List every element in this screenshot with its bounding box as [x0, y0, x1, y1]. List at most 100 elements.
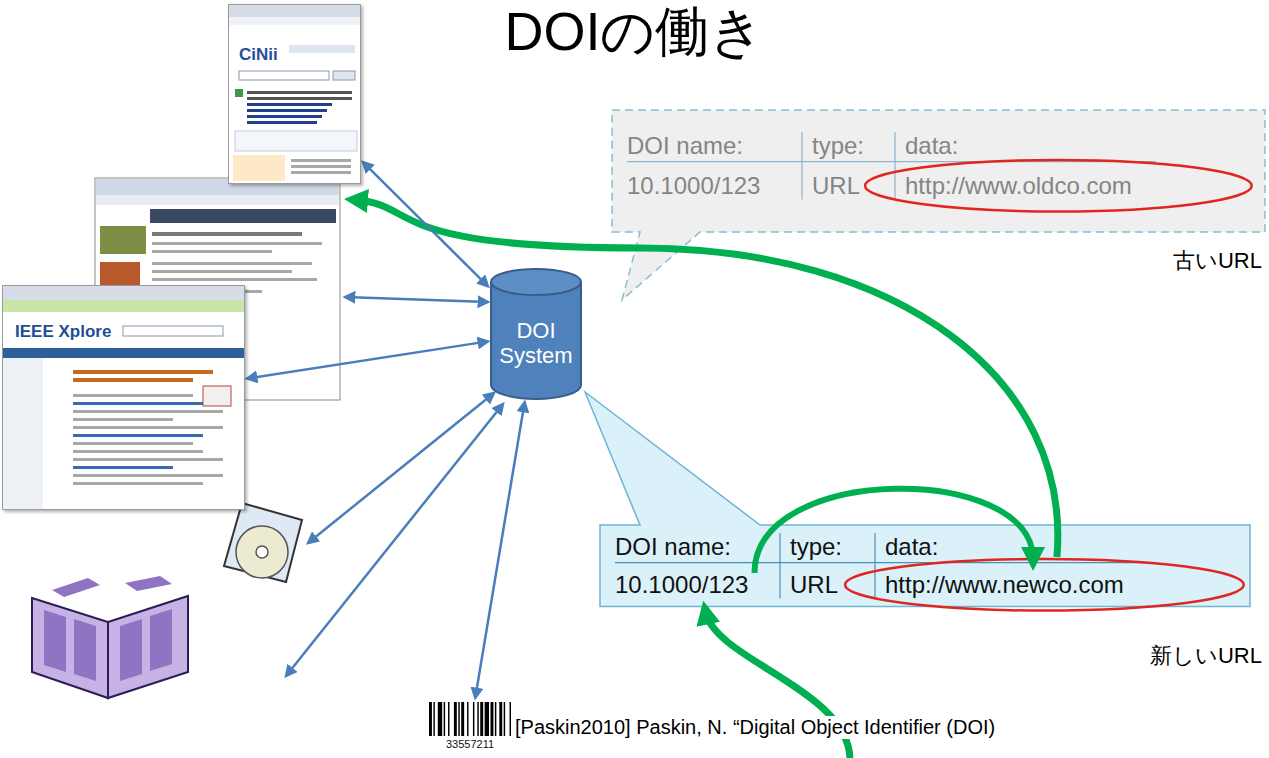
resource-arrows: [286, 297, 503, 676]
address-bar: [229, 17, 360, 25]
overlay-marks: [356, 132, 1252, 758]
bar: [510, 702, 511, 736]
text-line: [152, 232, 302, 236]
text-line: [247, 109, 327, 112]
table-cell: http://www.oldco.com: [905, 172, 1132, 200]
bar: [477, 702, 478, 736]
ieee-screenshot: IEEE Xplore: [2, 285, 245, 510]
text-line: [73, 466, 173, 469]
bar: [458, 702, 459, 736]
table-cell: DOI name:: [627, 132, 743, 160]
table-cell: data:: [885, 533, 938, 561]
table-cell: URL: [790, 571, 838, 599]
text-line: [152, 262, 312, 265]
book-column: [125, 576, 172, 591]
cd-icon: [224, 503, 302, 582]
table-rule: [779, 533, 780, 599]
book-icon: [32, 576, 188, 698]
book-page: [32, 598, 108, 698]
bar: [495, 702, 496, 736]
text-line: [291, 159, 351, 162]
text-line: [73, 394, 193, 397]
cd-disc: [236, 526, 288, 578]
bar: [461, 702, 464, 736]
menu-bar: [289, 45, 355, 53]
search-box: [123, 326, 223, 336]
bar: [433, 702, 434, 736]
new-doi-record: DOI name: type: data: 10.1000/123 URL http://…: [600, 525, 1250, 607]
link-arrow: [308, 393, 494, 543]
link-arrow: [345, 297, 488, 302]
table-cell: 10.1000/123: [615, 571, 748, 599]
cylinder-top: [491, 269, 581, 295]
book-column: [150, 609, 172, 671]
table-cell: URL: [812, 172, 860, 200]
title-line: [73, 370, 213, 374]
text-line: [73, 434, 203, 437]
browser-bar: [3, 286, 244, 300]
title-line: [73, 378, 193, 382]
link-arrow: [247, 341, 488, 378]
table-rule: [874, 533, 875, 599]
barcode-number: 33557211: [425, 738, 515, 751]
link-arrow: [286, 404, 503, 676]
text-line: [247, 103, 332, 106]
text-line: [247, 91, 352, 94]
bar: [473, 702, 474, 736]
redirect-arrow: [356, 200, 1058, 557]
cd-hole: [256, 546, 268, 558]
address-bar: [96, 195, 339, 205]
browser-bar: [229, 5, 360, 17]
text-line: [152, 270, 292, 273]
table-cell: type:: [812, 132, 864, 160]
bar: [429, 702, 432, 736]
table-cell: type:: [790, 533, 842, 561]
text-line: [247, 121, 317, 124]
cd-case: [224, 503, 302, 582]
table-rule: [801, 132, 802, 200]
table-cell: DOI name:: [615, 533, 731, 561]
site-logo-text: CiNii: [239, 45, 278, 65]
bar: [454, 702, 457, 736]
table-rule: [894, 132, 895, 200]
citation-note: [Paskin2010] Paskin, N. “Digital Object …: [512, 716, 998, 739]
link-arrow: [363, 162, 488, 286]
bar: [467, 702, 468, 736]
book-page: [108, 596, 188, 698]
book-column: [44, 610, 66, 672]
cinii-screenshot: CiNii: [228, 4, 361, 184]
text-line: [152, 250, 272, 253]
text-line: [73, 426, 223, 429]
table-cell: data:: [905, 132, 958, 160]
screenshot-art: [229, 5, 360, 183]
bar: [444, 702, 445, 736]
db-label: DOI System: [490, 318, 582, 369]
text-line: [73, 482, 203, 485]
bar: [485, 702, 489, 736]
bar: [438, 702, 442, 736]
bar: [480, 702, 483, 736]
text-line: [291, 165, 351, 168]
book-column: [52, 578, 100, 597]
book-column: [120, 619, 142, 681]
site-logo-text: IEEE Xplore: [15, 322, 111, 342]
link-arrow: [475, 402, 524, 698]
text-line: [152, 278, 317, 281]
text-line: [73, 474, 223, 477]
old-url-label: 古いURL: [1173, 248, 1262, 273]
bar: [491, 702, 494, 736]
text-line: [73, 418, 173, 421]
table-cell: http://www.newco.com: [885, 571, 1124, 599]
callout-shapes: [585, 110, 1265, 607]
text-line: [73, 458, 223, 461]
callout-shape: [585, 392, 1250, 607]
side-panel: [233, 155, 285, 181]
book-column: [74, 619, 96, 681]
nav-bar: [3, 348, 244, 358]
result-icon: [235, 89, 243, 97]
page-title: DOIの働き: [0, 0, 1269, 62]
highlight-ring: [865, 160, 1252, 212]
search-box: [239, 71, 329, 80]
search-button: [333, 71, 355, 80]
